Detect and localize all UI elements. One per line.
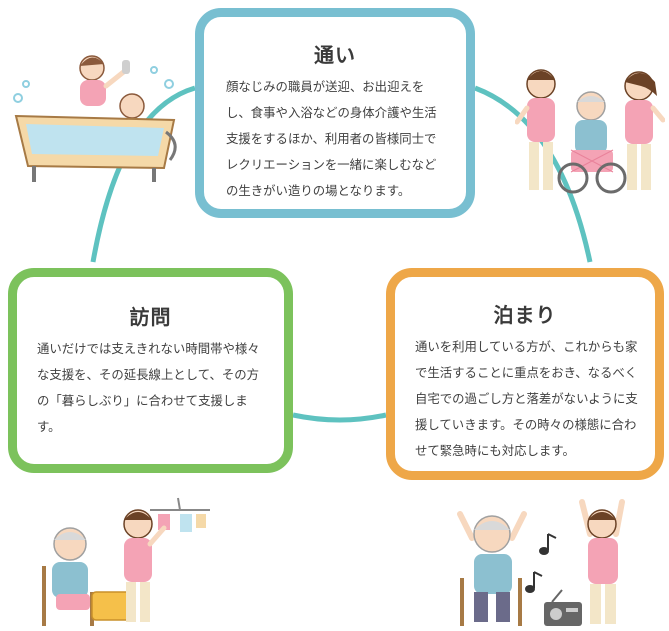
card-tomari-body: 通いを利用している方が、これからも家で生活することに重点をおき、なるべく自宅での… xyxy=(415,339,638,458)
radio-icon xyxy=(544,589,582,626)
wheelchair-group-illustration-icon xyxy=(515,69,665,194)
card-tomari: 泊まり 通いを利用している方が、これからも家で生活することに重点をおき、なるべく… xyxy=(386,268,664,480)
card-kayoi-title: 通い xyxy=(314,43,356,67)
exercise-illustration-icon xyxy=(457,499,625,626)
ring-arc-bottom xyxy=(292,412,387,423)
card-houmon-body: 通いだけでは支えきれない時間帯や様々な支援を、その延長線上として、その方の「暮ら… xyxy=(37,341,260,434)
card-houmon: 訪問 通いだけでは支えきれない時間帯や様々な支援を、その延長線上として、その方の… xyxy=(8,268,293,473)
music-note-icon xyxy=(525,533,557,593)
card-kayoi-body: 顔なじみの職員が送迎、お出迎えをし、食事や入浴などの身体介護や生活支援をするほか… xyxy=(226,79,437,198)
card-houmon-title: 訪問 xyxy=(129,305,172,329)
card-kayoi: 通い 顔なじみの職員が送迎、お出迎えをし、食事や入浴などの身体介護や生活支援をす… xyxy=(195,8,475,218)
bath-illustration-icon xyxy=(13,55,177,182)
card-tomari-title: 泊まり xyxy=(493,303,557,327)
laundry-illustration-icon xyxy=(42,497,210,626)
